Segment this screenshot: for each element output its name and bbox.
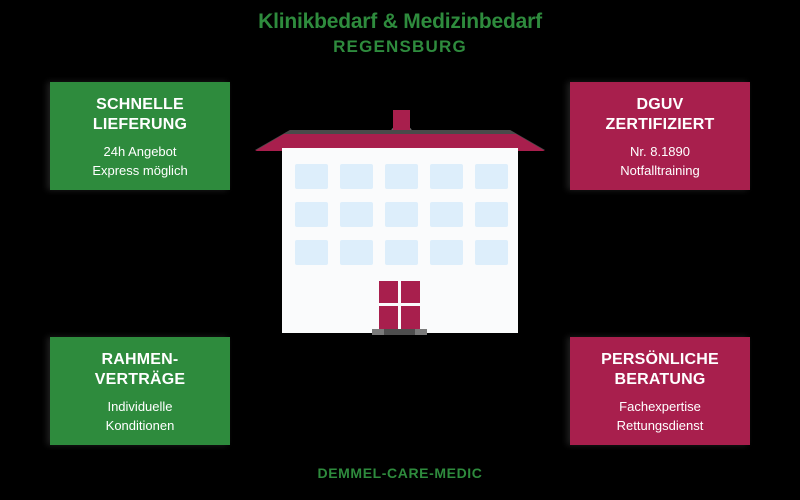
window xyxy=(340,164,373,189)
window xyxy=(385,240,418,265)
entrance-door-icon xyxy=(379,281,420,329)
feature-card-persoenliche-beratung[interactable]: PERSÖNLICHE BERATUNG Fachexpertise Rettu… xyxy=(570,337,750,445)
feature-card-title: DGUV ZERTIFIZIERT xyxy=(605,95,714,135)
feature-card-detail-line1: Individuelle xyxy=(107,398,173,414)
window xyxy=(385,202,418,227)
window-grid xyxy=(295,164,508,265)
window xyxy=(430,202,463,227)
headline-main-title: Klinikbedarf & Medizinbedarf xyxy=(258,10,542,33)
feature-card-title: PERSÖNLICHE BERATUNG xyxy=(601,350,719,390)
feature-card-detail-line1: Nr. 8.1890 xyxy=(630,143,690,159)
window xyxy=(295,202,328,227)
feature-card-title: SCHNELLE LIEFERUNG xyxy=(93,95,187,135)
feature-card-detail-line1: Fachexpertise xyxy=(619,398,701,414)
window xyxy=(340,240,373,265)
feature-card-title-line2: VERTRÄGE xyxy=(94,370,186,388)
window xyxy=(475,240,508,265)
window xyxy=(430,240,463,265)
footer-caption: DEMMEL-CARE-MEDIC xyxy=(317,465,483,481)
window xyxy=(475,202,508,227)
roof-icon xyxy=(255,134,545,151)
window xyxy=(475,164,508,189)
feature-card-title-line2: ZERTIFIZIERT xyxy=(605,115,715,133)
feature-card-title-line2: BERATUNG xyxy=(614,370,706,388)
window xyxy=(385,164,418,189)
door-step-shadow xyxy=(384,329,415,335)
feature-card-rahmenvertraege[interactable]: RAHMEN- VERTRÄGE Individuelle Konditione… xyxy=(50,337,230,445)
feature-card-title-line1: SCHNELLE xyxy=(96,95,184,113)
chimney-icon xyxy=(393,110,410,130)
feature-card-title: RAHMEN- VERTRÄGE xyxy=(95,350,186,390)
door-divider-horizontal xyxy=(379,303,420,306)
clinic-building-icon xyxy=(255,100,545,340)
feature-card-title-line2: LIEFERUNG xyxy=(92,115,188,133)
feature-card-detail-line2: Notfalltraining xyxy=(620,162,700,178)
feature-card-schnelle-lieferung[interactable]: SCHNELLE LIEFERUNG 24h Angebot Express m… xyxy=(50,82,230,190)
headline-subtitle-city: REGENSBURG xyxy=(333,37,467,56)
headline: Klinikbedarf & Medizinbedarf REGENSBURG xyxy=(0,10,800,58)
feature-card-title-line1: RAHMEN- xyxy=(101,350,179,368)
window xyxy=(430,164,463,189)
feature-card-detail-line2: Express möglich xyxy=(92,162,188,178)
feature-card-detail-line2: Konditionen xyxy=(105,417,175,433)
feature-card-detail-line2: Rettungsdienst xyxy=(616,417,704,433)
window xyxy=(295,164,328,189)
window xyxy=(295,240,328,265)
feature-card-dguv-zertifiziert[interactable]: DGUV ZERTIFIZIERT Nr. 8.1890 Notfalltrai… xyxy=(570,82,750,190)
feature-card-detail-line1: 24h Angebot xyxy=(103,143,177,159)
window xyxy=(340,202,373,227)
feature-card-title-line1: PERSÖNLICHE xyxy=(601,350,719,368)
feature-card-title-line1: DGUV xyxy=(636,95,684,113)
